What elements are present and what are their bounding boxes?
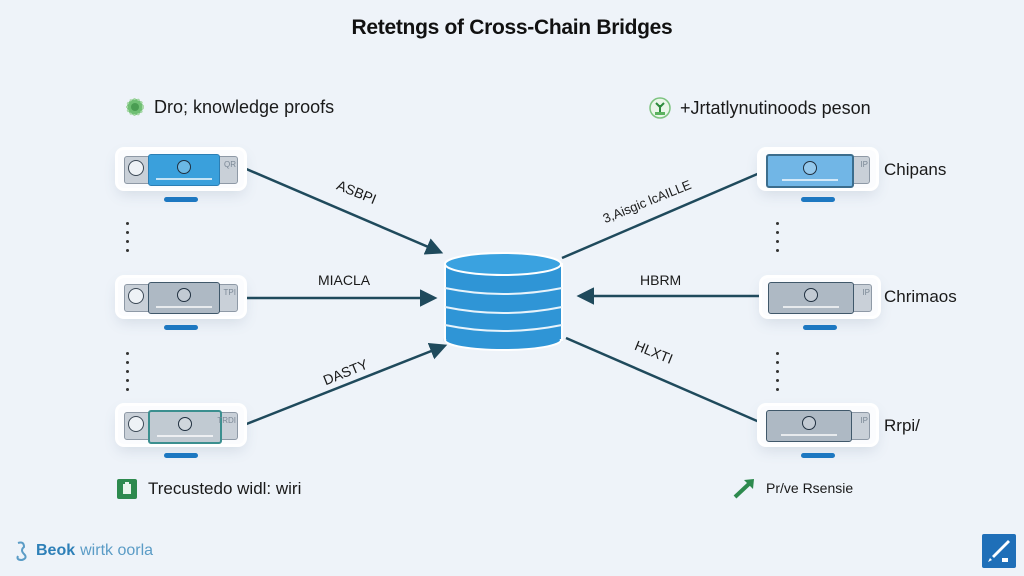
green-arrow-icon	[732, 476, 758, 500]
edge-label: HBRM	[640, 272, 682, 288]
lock-icon	[804, 288, 818, 302]
ellipsis-dots	[126, 222, 129, 258]
edge-left-3	[243, 343, 448, 427]
bottom-left-label: Trecustedo widl: wiri	[148, 479, 302, 498]
left-node-1[interactable]: QR	[118, 150, 244, 202]
power-button-icon	[128, 416, 144, 432]
brand-name: Beok	[36, 542, 76, 559]
database-icon[interactable]	[443, 252, 563, 351]
green-box-icon	[116, 478, 138, 500]
bottom-legend-right: Pr/ve Rsensie	[732, 476, 853, 500]
legend-right: +Jrtatlynutinoods peson	[648, 96, 871, 120]
legend-right-label: +Jrtatlynutinoods peson	[680, 97, 871, 118]
plant-badge-icon	[648, 96, 672, 120]
legend-zk-proofs: Dro; knowledge proofs	[124, 96, 334, 118]
face-icon	[803, 161, 817, 175]
screen-panel	[148, 154, 220, 186]
edge-left-1	[243, 166, 444, 255]
bottom-legend-left: Trecustedo widl: wiri	[116, 478, 301, 500]
right-node-2-label: Chrimaos	[884, 287, 957, 306]
screen-panel	[768, 282, 854, 314]
edge-right-1	[561, 170, 763, 260]
power-button-icon	[128, 160, 144, 176]
screen-panel	[766, 154, 854, 188]
right-node-3-label: Rrpi/	[884, 416, 920, 435]
bottom-right-label: Pr/ve Rsensie	[766, 480, 854, 496]
screen-panel	[148, 282, 220, 314]
screen-panel	[766, 410, 852, 442]
brand-suffix: wirtk oorla	[80, 542, 154, 559]
diagram-title: Retetngs of Cross-Chain Bridges	[351, 16, 673, 39]
rocket-launch-icon[interactable]	[982, 534, 1016, 568]
right-node-1-label: Chipans	[884, 160, 947, 179]
legend-left-label: Dro; knowledge proofs	[154, 96, 335, 117]
seahorse-icon	[12, 540, 32, 562]
brand-logo[interactable]: Beok wirtk oorla	[12, 540, 153, 562]
screen-panel	[148, 410, 222, 444]
right-node-3[interactable]: IP	[760, 406, 876, 458]
edge-label: MIACLA	[318, 272, 371, 288]
power-button-icon	[128, 288, 144, 304]
edge-right-3	[565, 336, 765, 426]
right-node-2[interactable]: IP	[762, 278, 878, 330]
right-node-1[interactable]: IP	[760, 150, 876, 202]
ellipsis-dots	[776, 352, 779, 397]
ellipsis-dots	[126, 352, 129, 397]
face-icon	[177, 160, 191, 174]
lock-icon	[177, 288, 191, 302]
left-node-3[interactable]: TRDI	[118, 406, 244, 458]
ellipsis-dots	[776, 222, 779, 258]
face-icon	[802, 416, 816, 430]
left-node-2[interactable]: TPI	[118, 278, 244, 330]
gear-leaf-icon	[124, 96, 146, 118]
face-icon	[178, 417, 192, 431]
